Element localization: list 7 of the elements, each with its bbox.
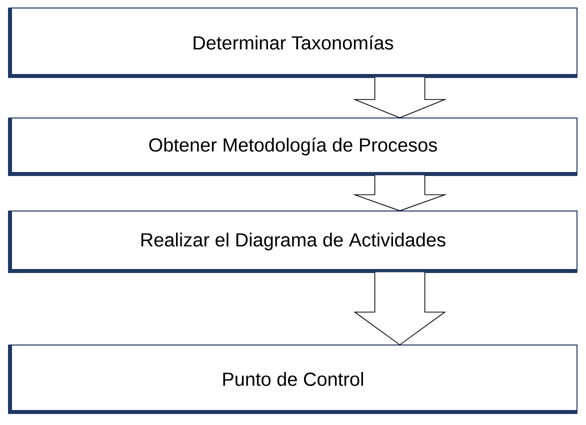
process-box: Realizar el Diagrama de Actividades [8,210,578,273]
process-box: Obtener Metodología de Procesos [8,118,578,176]
block-arrow [352,76,447,118]
process-box: Determinar Taxonomías [8,8,578,78]
block-arrow [354,272,446,346]
block-arrow [352,174,448,212]
process-box: Punto de Control [8,344,578,414]
